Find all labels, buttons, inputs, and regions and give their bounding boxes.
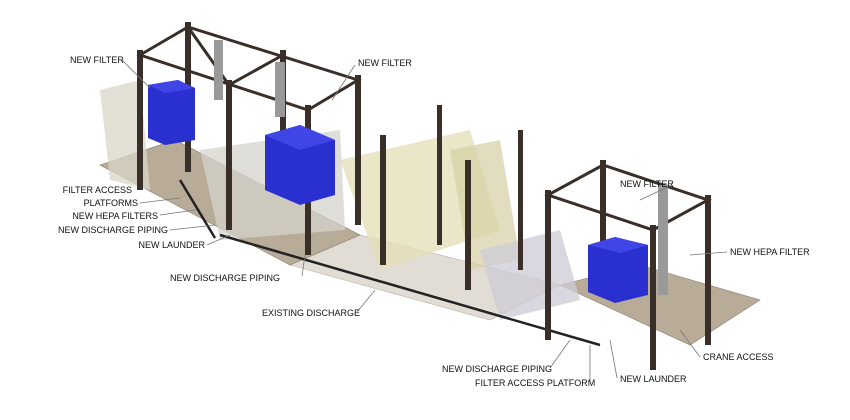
label-new-filter-center: NEW FILTER bbox=[358, 58, 412, 68]
leader-lines bbox=[121, 59, 728, 382]
label-new-filter-left: NEW FILTER bbox=[70, 55, 124, 65]
label-new-discharge-piping-mid: NEW DISCHARGE PIPING bbox=[170, 273, 280, 283]
label-new-launder-left: NEW LAUNDER bbox=[138, 240, 205, 250]
stack-center bbox=[275, 62, 285, 117]
stack-left bbox=[214, 40, 223, 100]
label-platforms: PLATFORMS bbox=[84, 198, 138, 208]
hepa-filter-stack-right bbox=[658, 185, 668, 295]
label-filter-access-platform: FILTER ACCESS PLATFORM bbox=[475, 378, 595, 388]
new-filter-center bbox=[265, 125, 335, 205]
label-new-discharge-piping-left: NEW DISCHARGE PIPING bbox=[58, 225, 168, 235]
label-new-hepa-filters: NEW HEPA FILTERS bbox=[72, 211, 158, 221]
new-filter-right bbox=[588, 237, 648, 303]
steel-frame-right bbox=[544, 160, 712, 370]
discharge-pipe bbox=[219, 233, 601, 347]
label-existing-discharge: EXISTING DISCHARGE bbox=[262, 308, 360, 318]
label-new-filter-right: NEW FILTER bbox=[620, 179, 674, 189]
label-new-launder-right: NEW LAUNDER bbox=[620, 374, 687, 384]
label-new-discharge-piping-right: NEW DISCHARGE PIPING bbox=[442, 364, 552, 374]
label-new-hepa-filter: NEW HEPA FILTER bbox=[730, 247, 810, 257]
label-crane-access: CRANE ACCESS bbox=[703, 352, 774, 362]
discharge-pipe-riser bbox=[178, 179, 217, 239]
label-filter-access: FILTER ACCESS bbox=[63, 185, 132, 195]
new-filter-left bbox=[148, 80, 195, 145]
